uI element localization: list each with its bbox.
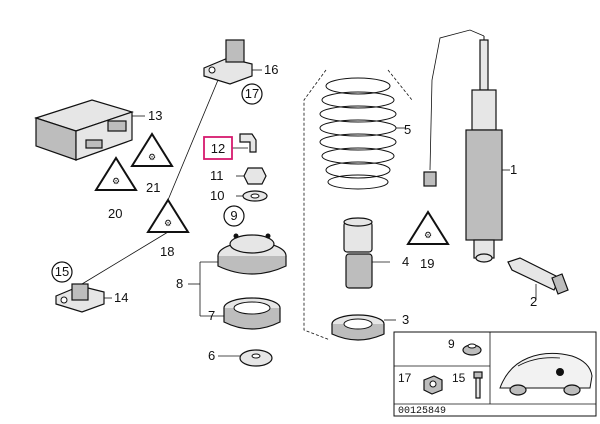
control-unit[interactable]	[34, 99, 134, 161]
inset-nut-9	[462, 343, 482, 356]
callout-4[interactable]: 4	[402, 254, 409, 269]
washer[interactable]	[242, 190, 268, 202]
callout-21[interactable]: 21	[146, 180, 160, 195]
support-mount[interactable]	[217, 233, 287, 275]
callout-10[interactable]: 10	[210, 188, 224, 203]
nut[interactable]	[243, 167, 267, 185]
callout-11[interactable]: 11	[210, 168, 224, 183]
height-sensor-top[interactable]	[203, 39, 253, 85]
callout-19[interactable]: 19	[420, 256, 434, 271]
bolt[interactable]	[507, 257, 569, 295]
callout-5[interactable]: 5	[404, 122, 411, 137]
callout-17[interactable]: 17	[245, 86, 259, 101]
inset-item-15[interactable]: 15	[452, 371, 466, 385]
inset-nut-17	[423, 375, 443, 395]
warning-triangle-icon: ⚙	[406, 210, 450, 245]
inset-item-17[interactable]: 17	[398, 371, 412, 385]
callout-9[interactable]: 9	[230, 208, 237, 223]
protective-boot[interactable]	[343, 217, 373, 289]
inset-bolt-15	[473, 371, 483, 399]
warning-triangle-icon: ⚙	[130, 132, 174, 167]
callout-13[interactable]: 13	[148, 108, 162, 123]
warning-triangle-icon: ⚙	[94, 156, 138, 191]
svg-text:⚙: ⚙	[424, 230, 432, 240]
callout-14[interactable]: 14	[114, 290, 128, 305]
callout-2[interactable]: 2	[530, 294, 537, 309]
callout-7[interactable]: 7	[208, 308, 215, 323]
bearing-ring[interactable]	[223, 297, 281, 330]
callout-6[interactable]: 6	[208, 348, 215, 363]
callout-3[interactable]: 3	[402, 312, 409, 327]
warning-triangle-icon: ⚙	[146, 198, 190, 233]
callout-16[interactable]: 16	[264, 62, 278, 77]
callout-12-highlight-box	[203, 136, 233, 160]
car-silhouette-icon	[499, 352, 593, 396]
elbow-connector[interactable]	[239, 133, 257, 153]
callout-8[interactable]: 8	[176, 276, 183, 291]
callout-15-circle	[51, 261, 73, 283]
svg-text:⚙: ⚙	[148, 152, 156, 162]
callout-17-circle	[241, 83, 263, 105]
callout-12[interactable]: 12	[211, 141, 225, 156]
spring-icon[interactable]	[319, 77, 397, 190]
svg-text:⚙: ⚙	[164, 218, 172, 228]
callout-9-circle	[223, 205, 245, 227]
shock-absorber-icon[interactable]	[465, 36, 503, 263]
callout-1[interactable]: 1	[510, 162, 517, 177]
callout-15[interactable]: 15	[55, 264, 69, 279]
callout-20[interactable]: 20	[108, 206, 122, 221]
spring-pad[interactable]	[331, 314, 385, 341]
rubber-pad[interactable]	[239, 349, 273, 367]
height-sensor-bottom[interactable]	[55, 283, 105, 313]
callout-18[interactable]: 18	[160, 244, 174, 259]
reference-number: 00125849	[398, 406, 446, 417]
svg-text:⚙: ⚙	[112, 176, 120, 186]
inset-item-9[interactable]: 9	[448, 337, 455, 351]
